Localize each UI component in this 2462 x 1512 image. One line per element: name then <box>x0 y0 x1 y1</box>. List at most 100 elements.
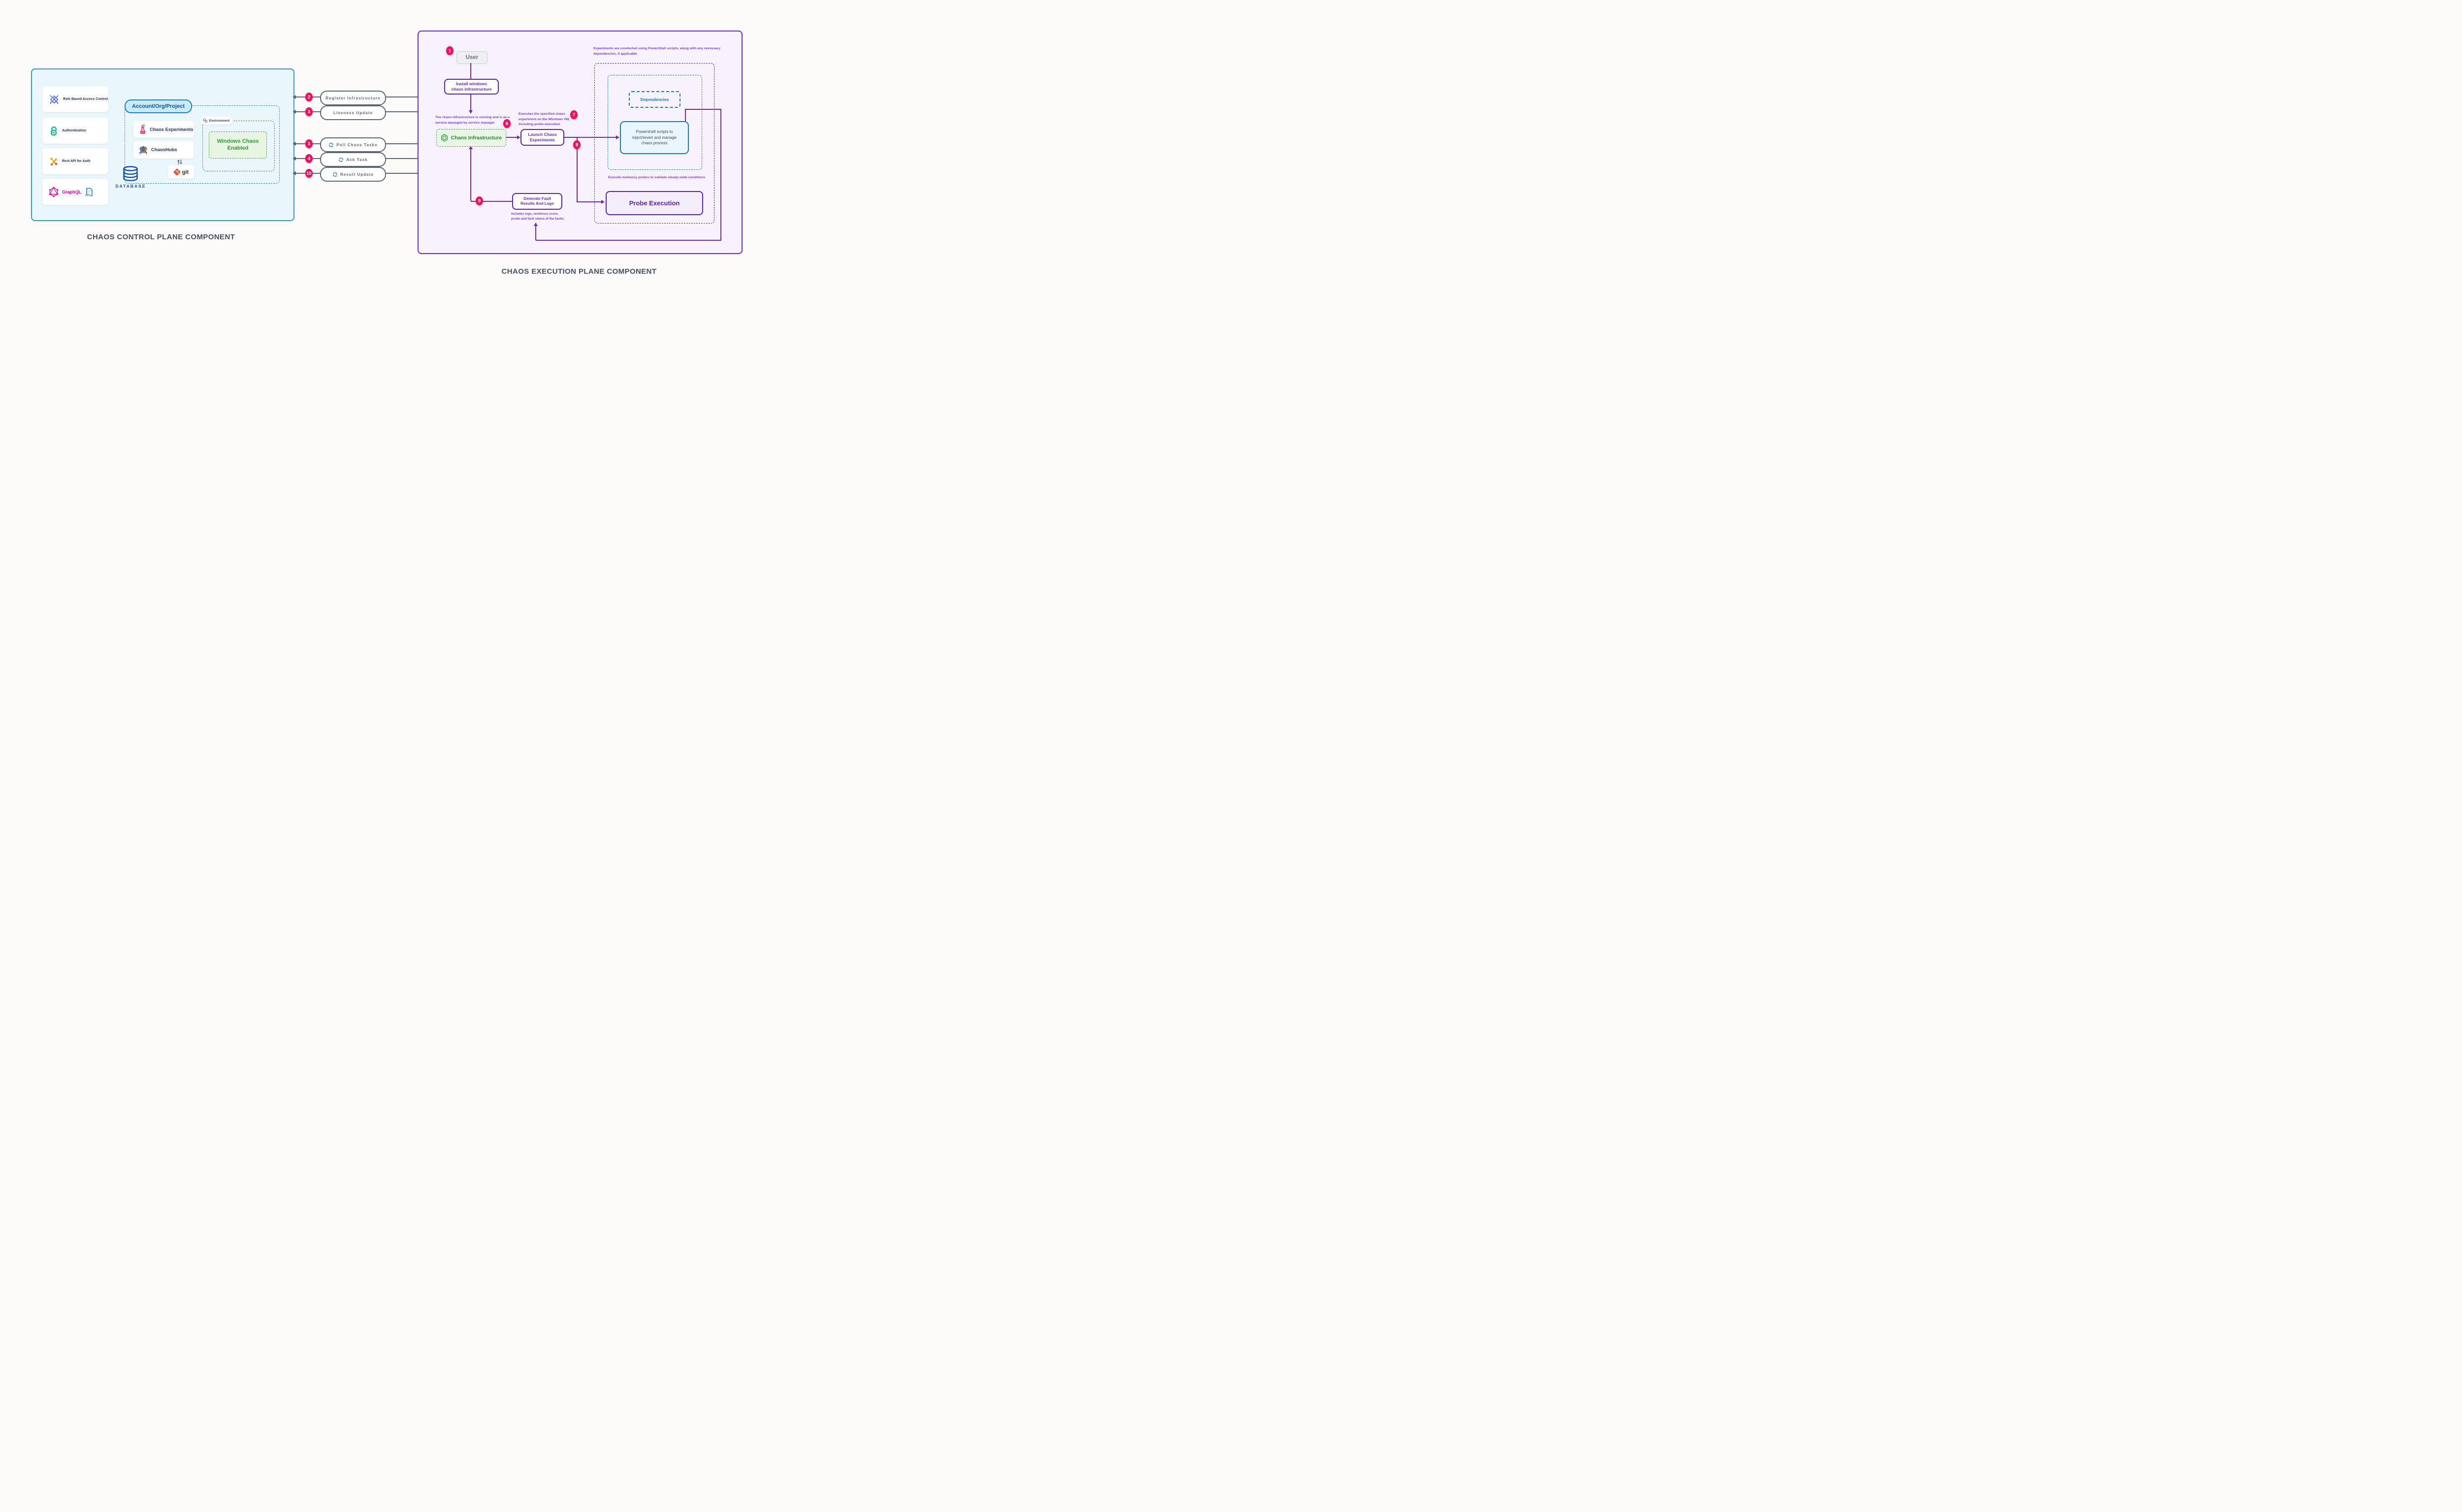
arrowhead-poll <box>292 142 296 146</box>
line-launch-powershell <box>564 137 616 138</box>
execution-plane-title: CHAOS EXECUTION PLANE COMPONENT <box>501 267 657 276</box>
line-generate-left <box>471 201 512 202</box>
arrowhead-powershell <box>616 135 619 139</box>
arrowhead-up-infra <box>469 146 473 149</box>
arrowhead-down-infra <box>469 110 473 114</box>
authentication-label: Authentication <box>62 129 86 132</box>
account-org-project-pill: Account/Org/Project <box>125 99 192 113</box>
line-infra-launch <box>505 137 517 138</box>
rbac-card: Role Based Access Control <box>42 86 108 112</box>
sync-icon <box>332 172 338 177</box>
liveness-update-pill: Liveness Update <box>320 105 386 120</box>
git-icon <box>173 168 181 176</box>
chaos-infrastructure-box: Chaos Infrastructure <box>436 129 506 147</box>
line-loop-up <box>535 225 536 240</box>
step-badge-7: 7 <box>570 110 578 119</box>
git-card: git <box>168 165 194 179</box>
ack-task-pill: Ack Task <box>320 152 386 167</box>
step-badge-8: 8 <box>573 140 581 149</box>
line-install-infra <box>470 95 471 110</box>
environment-label-chip: Environment <box>200 117 232 125</box>
poll-chaos-tasks-pill: Poll Chaos Tasks <box>320 137 386 152</box>
arrowhead-ack <box>292 157 296 161</box>
windows-chaos-enabled-box: Windows Chaos Enabled <box>209 131 267 159</box>
environment-region <box>202 121 275 171</box>
chaos-experiments-label: Chaos Experiments <box>150 127 194 132</box>
line-up-to-infra <box>470 149 471 201</box>
chaoshubs-label: ChaosHubs <box>151 147 177 153</box>
graphql-card: GraphQL API <box>42 179 108 205</box>
sync-icon <box>338 157 344 162</box>
flask-icon <box>138 125 147 134</box>
open-lock-icon <box>49 126 59 136</box>
test-tubes-icon <box>138 145 148 155</box>
line-loop-top <box>685 109 721 110</box>
arrowhead-launch <box>517 135 520 139</box>
environment-label: Environment <box>209 119 230 123</box>
sync-up-down-arrows <box>176 159 183 165</box>
account-org-project-region <box>125 105 280 184</box>
line-to-probe <box>577 201 601 202</box>
step-badge-2: 2 <box>305 93 313 101</box>
step-badge-6: 6 <box>503 119 511 128</box>
probe-execution-box: Probe Execution <box>606 191 703 215</box>
rest-api-card: Rest API for Auth <box>42 148 108 174</box>
line-powershell-up <box>685 109 686 121</box>
line-branch-probe <box>577 137 578 202</box>
hexagons-icon <box>203 118 208 123</box>
arrowhead-register <box>292 95 296 99</box>
database-label: DATABASE <box>115 184 146 189</box>
step-badge-3b: 3 <box>305 139 313 148</box>
powershell-execution-region <box>594 63 714 224</box>
chaos-infrastructure-label: Chaos Infrastructure <box>451 135 502 141</box>
dependencies-box: Dependencies <box>629 91 680 108</box>
api-tag: API <box>85 193 91 197</box>
generate-fault-results-box: Generate Fault Results And Logs <box>512 193 562 210</box>
authentication-card: Authentication <box>42 118 108 144</box>
graphql-label: GraphQL <box>62 189 82 194</box>
api-document-icon: API <box>85 188 93 197</box>
rest-api-label: Rest API for Auth <box>62 160 91 163</box>
step-badge-4: 4 <box>305 154 313 163</box>
powershell-scripts-box: Powershell scripts to inject/revert and … <box>620 121 689 154</box>
liveness-update-label: Liveness Update <box>333 110 373 115</box>
line-loop-right <box>720 109 721 240</box>
hexagon-icon <box>441 133 448 142</box>
step-badge-9: 9 <box>476 196 483 205</box>
install-infrastructure-box: Install windows chaos infrastructure <box>444 79 499 95</box>
database-icon <box>122 166 139 182</box>
step-badge-10: 10 <box>305 169 313 178</box>
poll-chaos-tasks-label: Poll Chaos Tasks <box>336 142 378 147</box>
user-box: User <box>456 51 487 64</box>
arrowhead-loop-up <box>534 223 538 226</box>
chaos-experiments-card: Chaos Experiments <box>133 121 194 138</box>
annotation-executes: Executes the specified chaos experiment … <box>518 112 570 127</box>
ack-task-label: Ack Task <box>346 157 368 162</box>
arrowhead-result <box>292 171 296 175</box>
line-loop-bottom <box>536 240 721 241</box>
scripts-dependencies-region <box>608 75 702 170</box>
chaoshubs-card: ChaosHubs <box>133 141 194 159</box>
arrowhead-probe <box>601 200 605 204</box>
rbac-icon <box>49 94 60 105</box>
git-label: git <box>182 169 189 175</box>
control-plane-title: CHAOS CONTROL PLANE COMPONENT <box>87 233 235 241</box>
line-user-install <box>470 63 471 79</box>
result-update-label: Result Update <box>340 172 374 177</box>
arrowhead-liveness <box>292 110 296 114</box>
annotation-resiliency-probes: Execute resiliency probes to validate st… <box>608 176 706 179</box>
register-infrastructure-label: Register Infrastructure <box>325 96 381 100</box>
register-infrastructure-pill: Register Infrastructure <box>320 91 386 105</box>
step-badge-3a: 3 <box>305 107 313 116</box>
graphql-icon <box>49 187 59 197</box>
annotation-includes-logs: Includes logs, resilience score, probe a… <box>511 212 565 221</box>
sync-icon <box>328 142 334 148</box>
result-update-pill: Result Update <box>320 167 386 182</box>
launch-chaos-experiments-box: Launch Chaos Experiments <box>520 129 564 146</box>
rbac-label: Role Based Access Control <box>63 97 108 101</box>
chaos-architecture-diagram: Role Based Access Control Authentication <box>0 0 759 302</box>
annotation-infra-service: The chaos infrastructure is running and … <box>435 116 510 125</box>
api-branch-icon <box>49 157 59 166</box>
annotation-powershell-scripts: Experiments are conducted using PowerShe… <box>593 47 720 56</box>
step-badge-1: 1 <box>446 46 454 55</box>
